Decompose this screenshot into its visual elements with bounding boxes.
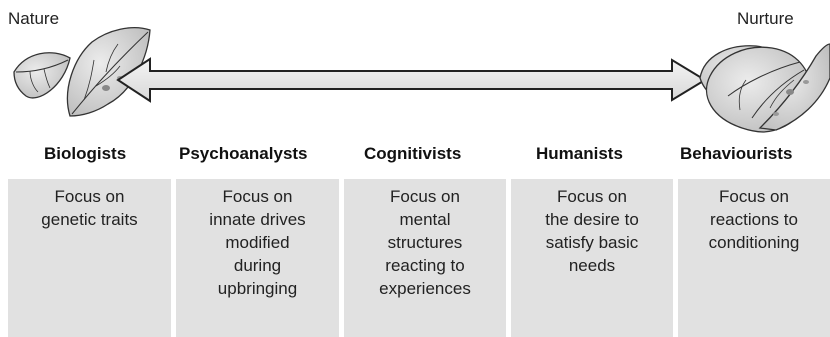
heading-cognitivists: Cognitivists — [364, 144, 462, 163]
description-box-cognitivists: Focus on mental structures reacting to e… — [344, 179, 506, 337]
description-line: needs — [568, 256, 616, 275]
description-line: satisfy basic — [545, 233, 639, 252]
description-box-humanists: Focus on the desire to satisfy basic nee… — [511, 179, 673, 337]
description-line: conditioning — [708, 233, 800, 252]
description-line: the desire to — [545, 210, 639, 229]
heading-behaviourists: Behaviourists — [680, 144, 793, 163]
description-line: structures — [387, 233, 463, 252]
spectrum-graphic — [13, 27, 830, 133]
description-line: genetic traits — [41, 210, 138, 229]
description-line: Focus on — [557, 187, 627, 206]
double-arrow-icon — [116, 57, 707, 103]
nature-label: Nature — [8, 9, 60, 28]
description-line: Focus on — [390, 187, 460, 206]
curled-leaf-icon — [699, 43, 830, 133]
description-line: reacting to — [385, 256, 465, 275]
description-line: Focus on — [54, 187, 125, 206]
description-line: Focus on — [719, 187, 789, 206]
description-box-biologists: Focus on genetic traits — [8, 179, 171, 337]
heading-biologists: Biologists — [44, 144, 127, 163]
heading-psychoanalysts: Psychoanalysts — [179, 144, 308, 163]
description-line: Focus on — [222, 187, 293, 206]
heading-humanists: Humanists — [536, 144, 623, 163]
description-line: upbringing — [217, 279, 298, 298]
description-line: reactions to — [710, 210, 798, 229]
description-box-behaviourists: Focus on reactions to conditioning — [678, 179, 830, 337]
leaf-icon — [13, 27, 151, 117]
description-line: innate drives — [209, 210, 306, 229]
description-line: modified — [225, 233, 290, 252]
description-line: during — [233, 256, 282, 275]
description-line: mental — [399, 210, 451, 229]
nurture-label: Nurture — [737, 9, 794, 28]
description-line: experiences — [379, 279, 471, 298]
description-box-psychoanalysts: Focus on innate drives modified during u… — [176, 179, 339, 337]
